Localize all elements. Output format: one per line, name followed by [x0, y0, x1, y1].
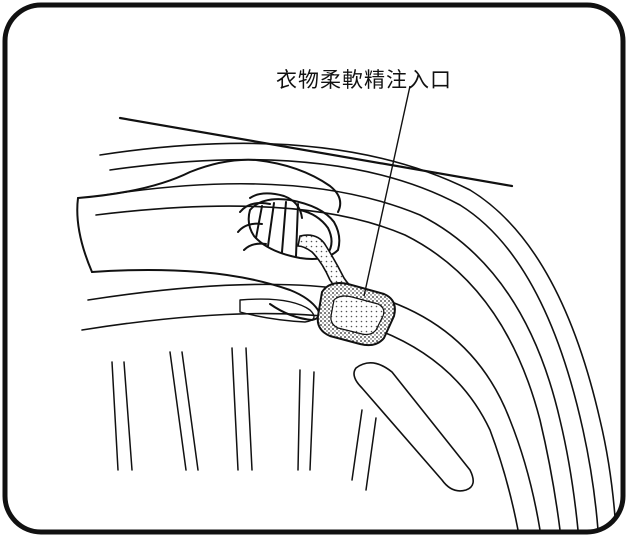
outer-border — [2, 2, 626, 535]
softener-inlet-label: 衣物柔軟精注入口 — [276, 68, 452, 92]
drum-slot — [353, 362, 474, 492]
dispenser-inlet — [316, 282, 396, 347]
drum-spokes — [111, 347, 377, 491]
drum-rim — [81, 142, 617, 530]
washer-top-edge — [118, 116, 514, 188]
callout-leader-line — [363, 85, 411, 297]
softener-cap — [247, 198, 341, 260]
